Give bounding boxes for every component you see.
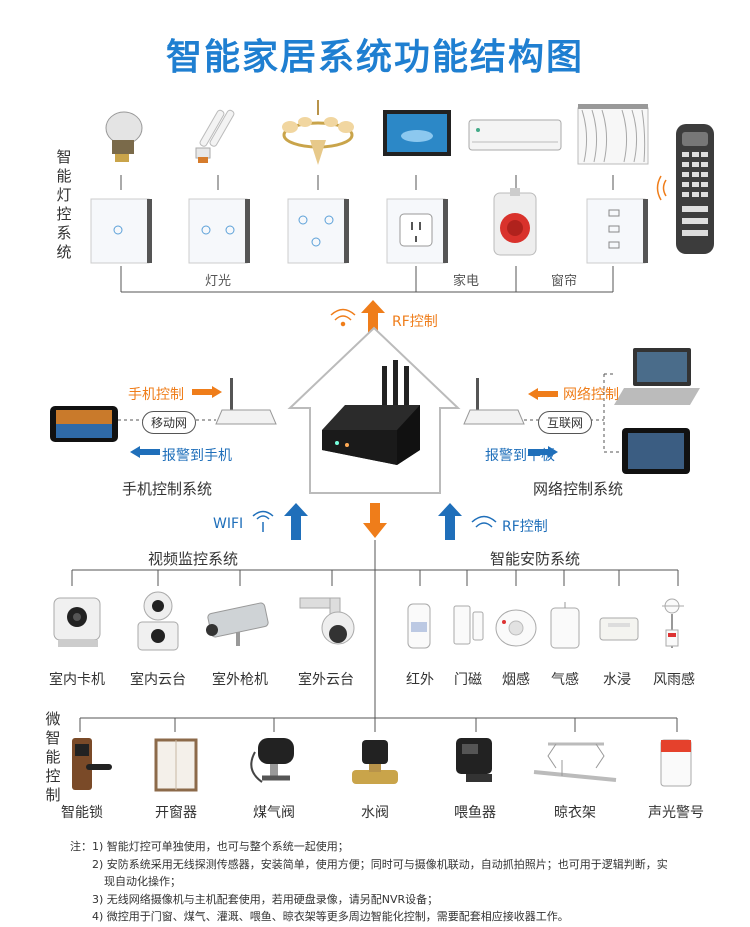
wifi-icon bbox=[252, 510, 274, 532]
video-item-label: 室内卡机 bbox=[49, 672, 105, 688]
wifi-label: WIFI bbox=[213, 516, 244, 532]
security-item-label: 水浸 bbox=[603, 672, 631, 688]
micro-item-label: 晾衣架 bbox=[554, 805, 596, 821]
bulb-icon bbox=[105, 111, 143, 162]
micro-item-label: 声光警号 bbox=[648, 805, 704, 821]
one-gang-switch-icon bbox=[90, 198, 152, 264]
security-item-label: 红外 bbox=[406, 672, 434, 688]
wind-rain-sensor-icon bbox=[662, 598, 684, 648]
notes-block: 注：1) 智能灯控可单独使用，也可与整个系统一起使用； 2) 安防系统采用无线探… bbox=[70, 838, 730, 926]
curtain-group-label: 窗帘 bbox=[550, 274, 578, 289]
security-item-label: 气感 bbox=[551, 672, 579, 688]
rf-security-label: RF控制 bbox=[502, 519, 548, 535]
video-item-label: 室外云台 bbox=[298, 672, 354, 688]
cfl-lamp-icon bbox=[195, 109, 235, 163]
fish-feeder-icon bbox=[456, 738, 492, 782]
appliance-group-label: 家电 bbox=[452, 274, 480, 289]
center-down-arrow bbox=[363, 503, 387, 538]
rf-control-label: RF控制 bbox=[392, 314, 438, 330]
micro-item-label: 智能锁 bbox=[61, 805, 103, 821]
micro-item-label: 水阀 bbox=[361, 805, 389, 821]
three-gang-switch-icon bbox=[287, 198, 349, 264]
router-right-icon bbox=[463, 378, 525, 425]
rf-security-up-arrow bbox=[438, 503, 462, 540]
rf-signal-icon bbox=[330, 308, 356, 327]
rf-security-signal-icon bbox=[471, 515, 497, 528]
security-item-label: 门磁 bbox=[454, 672, 482, 688]
siren-alarm-icon bbox=[660, 739, 692, 787]
indoor-ptz-camera-icon bbox=[137, 591, 179, 651]
note-line: 2) 安防系统采用无线探测传感器，安装简单，使用方便；同时可与摄像机联动，自动抓… bbox=[92, 857, 668, 871]
air-conditioner-icon bbox=[468, 119, 562, 151]
internet-control-label: 网络控制 bbox=[563, 387, 619, 403]
video-system-title: 视频监控系统 bbox=[148, 550, 239, 568]
wifi-up-arrow bbox=[284, 503, 308, 540]
mobile-system-label: 手机控制系统 bbox=[122, 480, 213, 498]
emergency-button-icon bbox=[493, 188, 537, 256]
outdoor-bullet-camera-icon bbox=[206, 602, 269, 646]
note-line: 4) 微控用于门窗、煤气、灌溉、喂鱼、晾衣架等更多周边智能化控制，需要配套相应接… bbox=[92, 910, 569, 923]
outdoor-ptz-camera-icon bbox=[299, 597, 355, 645]
tablet-icon bbox=[622, 428, 690, 474]
gas-detector-icon bbox=[550, 602, 580, 649]
smart-lock-icon bbox=[72, 738, 112, 790]
mobile-network-bubble: 移动网 bbox=[142, 411, 197, 434]
micro-item-label: 喂鱼器 bbox=[454, 805, 496, 821]
rf-up-arrow bbox=[361, 300, 385, 335]
security-system-title: 智能安防系统 bbox=[490, 550, 581, 568]
internet-system-label: 网络控制系统 bbox=[533, 480, 624, 498]
note-line: 现自动化操作； bbox=[104, 875, 181, 888]
curtain-switch-icon bbox=[586, 198, 648, 264]
note-line: 注：1) 智能灯控可单独使用，也可与整个系统一起使用； bbox=[70, 840, 349, 853]
pir-sensor-icon bbox=[407, 603, 431, 649]
curtain-icon bbox=[577, 104, 649, 165]
router-left-icon bbox=[215, 378, 277, 425]
mobile-alarm-label: 报警到手机 bbox=[162, 448, 232, 464]
page-title: 智能家居系统功能结构图 bbox=[165, 37, 584, 78]
mobile-control-label: 手机控制 bbox=[128, 387, 184, 403]
lighting-group-label: 灯光 bbox=[204, 274, 232, 289]
water-leak-sensor-icon bbox=[599, 617, 639, 641]
video-item-label: 室内云台 bbox=[130, 672, 186, 688]
tv-icon bbox=[383, 110, 451, 156]
gateway-hub-icon bbox=[322, 360, 420, 465]
socket-icon bbox=[386, 198, 448, 264]
security-item-label: 烟感 bbox=[502, 672, 530, 688]
security-item-label: 风雨感 bbox=[653, 672, 695, 688]
video-item-label: 室外枪机 bbox=[212, 672, 268, 688]
internet-network-bubble: 互联网 bbox=[538, 411, 593, 434]
chandelier-icon bbox=[282, 100, 354, 165]
window-opener-icon bbox=[154, 738, 198, 792]
remote-signal-icon bbox=[656, 175, 667, 201]
remote-control-icon bbox=[676, 124, 714, 254]
smoke-detector-icon bbox=[495, 609, 537, 647]
micro-item-label: 开窗器 bbox=[155, 805, 197, 821]
two-gang-switch-icon bbox=[188, 198, 250, 264]
micro-item-label: 煤气阀 bbox=[253, 805, 295, 821]
micro-side-label: 微智能控制 bbox=[45, 710, 61, 804]
door-sensor-icon bbox=[453, 605, 484, 645]
note-line: 3) 无线网络摄像机与主机配套使用，若用硬盘录像，请另配NVR设备； bbox=[92, 892, 439, 906]
tablet-alarm-label: 报警到平板 bbox=[485, 448, 555, 464]
mobile-phone-icon bbox=[50, 406, 118, 442]
lighting-side-label: 智能灯控系统 bbox=[56, 148, 72, 261]
laptop-icon bbox=[614, 348, 700, 405]
clothes-rack-icon bbox=[533, 742, 617, 782]
indoor-camera-icon bbox=[53, 597, 101, 647]
water-valve-icon bbox=[352, 740, 398, 784]
gas-valve-icon bbox=[250, 738, 294, 783]
